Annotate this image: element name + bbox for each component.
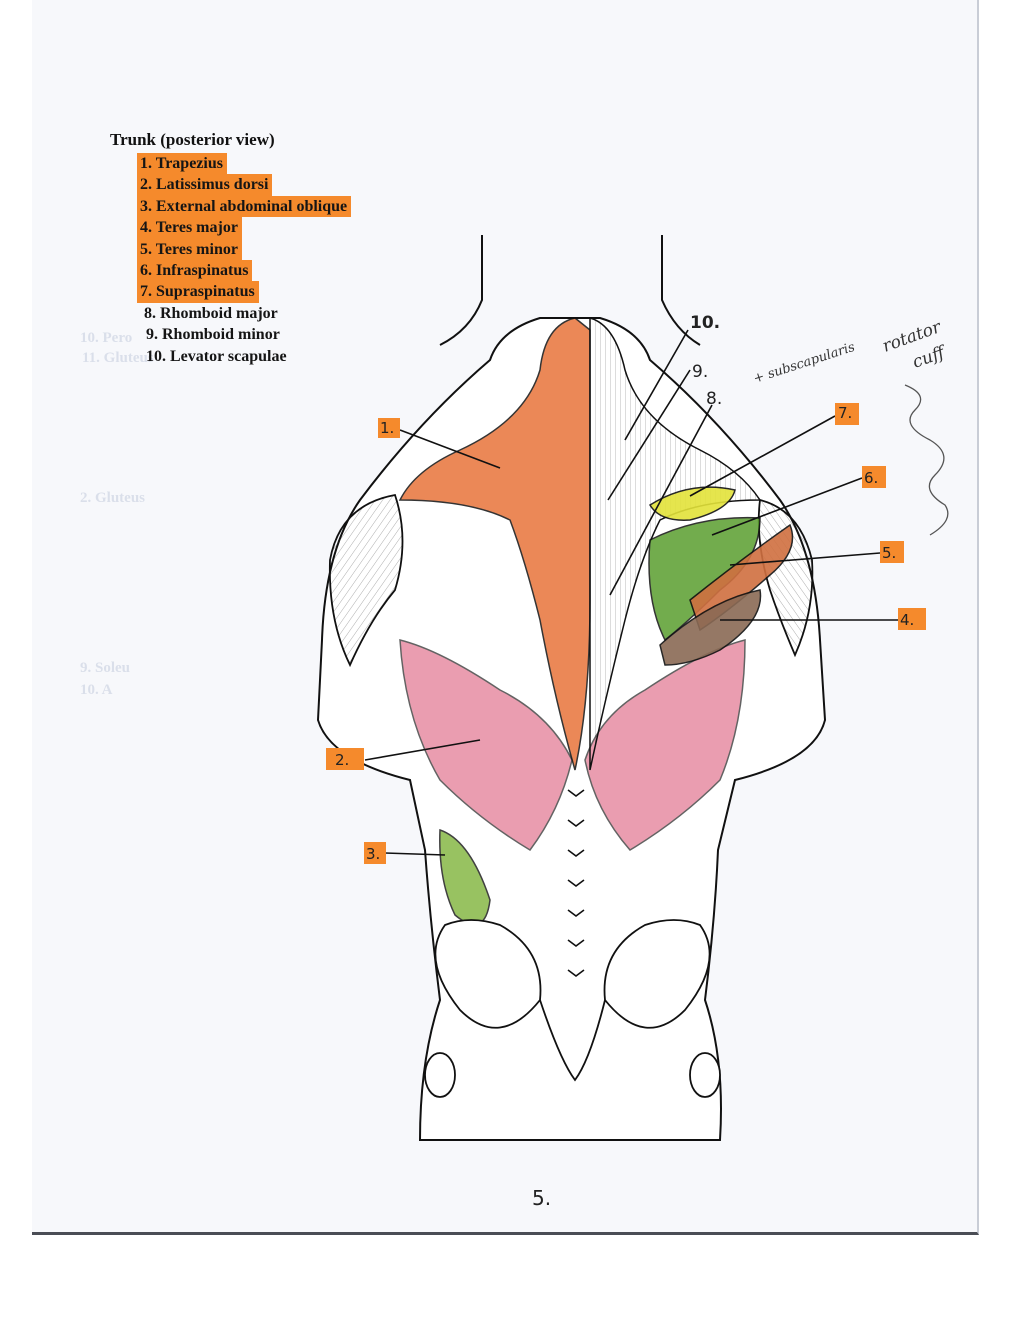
- legend-item-external-abdominal-oblique: 3. External abdominal oblique: [110, 195, 440, 218]
- callout-label-8: 8.: [706, 389, 722, 409]
- callout-label-4: 4.: [900, 611, 914, 629]
- legend-item-teres-minor: 5. Teres minor: [110, 238, 440, 260]
- legend-title: Trunk (posterior view): [110, 130, 275, 149]
- bleed-through-text: 10. A: [80, 682, 113, 698]
- bleed-through-text: 10. Pero: [80, 330, 133, 346]
- callout-lines: [364, 329, 898, 856]
- pelvis: [424, 919, 721, 1098]
- handwritten-subscapularis: + subscapularis: [752, 340, 858, 387]
- left-deltoid: [328, 493, 404, 668]
- bleed-through-text: 11. Gluteus: [82, 350, 154, 366]
- callout-label-2: 2.: [335, 751, 349, 769]
- callout-label-1: 1.: [380, 419, 394, 437]
- supraspinatus: [648, 486, 736, 521]
- legend-item-latissimus-dorsi: 2. Latissimus dorsi: [110, 174, 440, 196]
- legend-item-levator-scapulae: 10. Levator scapulae: [146, 347, 287, 365]
- handwritten-brace: [904, 384, 949, 536]
- legend-item-trapezius: 1. Trapezius: [110, 153, 440, 175]
- legend-item-infraspinatus: 6. Infraspinatus: [110, 259, 440, 282]
- legend-list: 1. Trapezius 2. Latissimus dorsi 3. Exte…: [110, 153, 440, 367]
- callout-label-3: 3.: [366, 845, 380, 863]
- neck-outline: [439, 235, 701, 346]
- teres-major: [659, 589, 762, 666]
- legend-item-rhomboid-minor: 9. Rhomboid minor: [146, 326, 280, 344]
- trapezius-right-side: [589, 317, 762, 771]
- latissimus-dorsi-right: [584, 639, 746, 851]
- callout-label-7: 7.: [838, 404, 852, 422]
- muscle-legend: Trunk (posterior view) 1. Trapezius 2. L…: [110, 130, 440, 367]
- callout-label-6: 6.: [864, 469, 878, 487]
- callout-label-5: 5.: [882, 544, 896, 562]
- callout-tags: [326, 403, 926, 864]
- legend-item-rhomboid-major: 8. Rhomboid major: [144, 304, 278, 322]
- legend-item-supraspinatus: 7. Supraspinatus: [110, 281, 440, 303]
- bleed-through-text: 2. Gluteus: [80, 490, 146, 506]
- legend-item-teres-major: 4. Teres major: [110, 217, 440, 239]
- callout-label-10: 10.: [690, 313, 720, 333]
- page-number: 5.: [532, 1186, 552, 1210]
- spine: [567, 789, 585, 977]
- bleed-through-text: 9. Soleu: [80, 660, 131, 676]
- handwritten-cuff: cuff: [910, 342, 950, 373]
- callout-label-9: 9.: [692, 362, 708, 382]
- trapezius: [398, 317, 591, 771]
- latissimus-dorsi-left: [399, 639, 573, 851]
